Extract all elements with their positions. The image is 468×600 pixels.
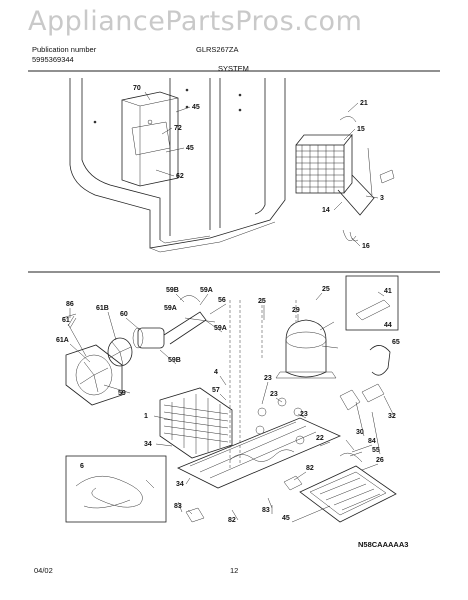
inset-power-cord (65, 455, 167, 523)
callout-1: 1 (144, 413, 148, 420)
callout-61b: 61B (96, 305, 109, 312)
bottom-callouts: 86 61B 60 59B 59A 59A 56 59A 61 61A 59B … (56, 286, 400, 524)
callout-29: 29 (292, 307, 300, 314)
publication-number: 5995369344 (32, 55, 74, 64)
callout-32: 32 (388, 413, 396, 420)
condenser-coil (159, 387, 233, 459)
callout-22: 22 (316, 435, 324, 442)
evaporator-coil (295, 116, 395, 242)
callout-34-lower: 34 (176, 481, 184, 488)
callout-65: 65 (392, 339, 400, 346)
publication-label: Publication number (32, 45, 97, 54)
callout-23-a: 23 (264, 375, 272, 382)
callout-61: 61 (62, 317, 70, 324)
callout-86: 86 (66, 301, 74, 308)
callout-34-upper: 34 (144, 441, 152, 448)
callout-16: 16 (362, 243, 370, 250)
callout-23-b: 23 (270, 391, 278, 398)
fan-assembly (65, 295, 216, 406)
footer-date: 04/02 (34, 566, 53, 575)
callout-6: 6 (80, 463, 84, 470)
callout-57: 57 (212, 387, 220, 394)
callout-59a-right: 59A (214, 325, 227, 332)
callout-4: 4 (214, 369, 218, 376)
callout-82-right: 82 (306, 465, 314, 472)
callout-14: 14 (322, 207, 330, 214)
callout-83-left: 83 (174, 503, 182, 510)
callout-59a-top: 59A (200, 287, 213, 294)
watermark-text: AppliancePartsPros.com (28, 6, 363, 37)
cabinet-outline (69, 78, 286, 253)
callout-59a-mid: 59A (164, 305, 177, 312)
callout-83-right: 83 (262, 507, 270, 514)
callout-45-upper: 45 (192, 104, 200, 111)
mounting-plate (177, 300, 341, 489)
callout-84: 84 (368, 438, 376, 445)
callout-26: 26 (376, 457, 384, 464)
callout-45-bottom: 45 (282, 515, 290, 522)
section-title: SYSTEM (218, 64, 249, 73)
callout-82-left: 82 (228, 517, 236, 524)
callout-59b-bottom: 59B (168, 357, 181, 364)
feet-bolts (61, 313, 273, 523)
callout-21: 21 (360, 100, 368, 107)
inset-box-41-44 (345, 275, 399, 331)
callout-59: 59 (118, 390, 126, 397)
callout-25-right: 25 (322, 286, 330, 293)
footer-page: 12 (230, 566, 239, 575)
callout-45-lower: 45 (186, 145, 194, 152)
callout-15: 15 (357, 126, 365, 133)
callout-61a: 61A (56, 337, 69, 344)
drain-pan (283, 452, 397, 523)
callout-60: 60 (120, 311, 128, 318)
model-number: GLRS267ZA (196, 45, 239, 54)
top-callouts: 70 45 72 45 62 21 15 3 14 16 (133, 85, 384, 250)
callout-25-left: 25 (258, 298, 266, 305)
callout-56: 56 (218, 297, 226, 304)
callout-3: 3 (380, 195, 384, 202)
callout-23-c: 23 (300, 411, 308, 418)
callout-72: 72 (174, 125, 182, 132)
callout-70: 70 (133, 85, 141, 92)
callout-44: 44 (384, 322, 392, 329)
diagram-code: N58CAAAAA3 (358, 540, 409, 549)
callout-59b-top: 59B (166, 287, 179, 294)
callout-55: 55 (372, 447, 380, 454)
callout-30: 30 (356, 429, 364, 436)
small-parts (257, 275, 399, 457)
callout-62: 62 (176, 173, 184, 180)
callout-41: 41 (384, 288, 392, 295)
compressor (261, 300, 339, 379)
duct-assembly (121, 91, 179, 187)
